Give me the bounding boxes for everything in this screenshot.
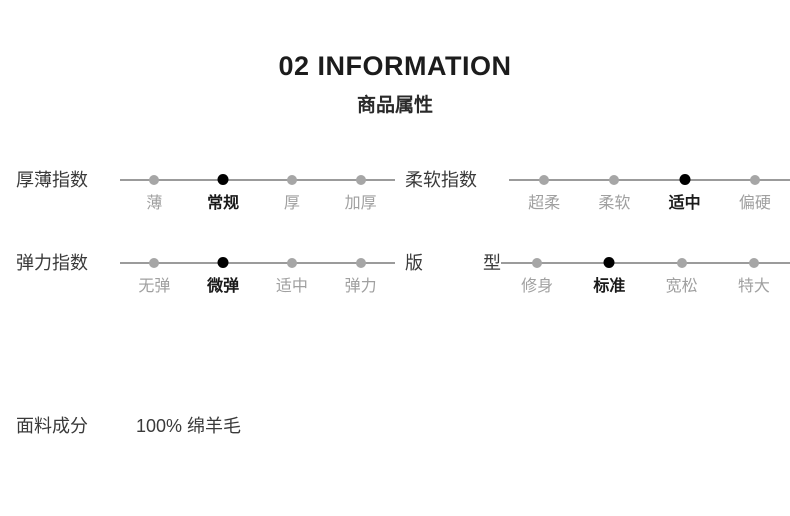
attribute-label-thickness: 厚薄指数 — [16, 170, 88, 190]
scale-dot — [355, 258, 366, 268]
scale-option-selected[interactable]: 适中 — [668, 195, 701, 212]
scale-dot — [676, 258, 687, 268]
scale-option-selected[interactable]: 常规 — [207, 195, 240, 212]
page-subtitle: 商品属性 — [356, 94, 433, 116]
scale-option[interactable]: 修身 — [521, 278, 554, 295]
scale-dot-selected — [217, 174, 229, 185]
scale-option[interactable]: 特大 — [737, 278, 770, 295]
scale-option[interactable]: 适中 — [275, 278, 308, 295]
scale-dot — [286, 175, 297, 185]
scale-option[interactable]: 柔软 — [598, 195, 631, 212]
attribute-thickness: 厚薄指数 薄 常规 厚 加厚 — [0, 168, 395, 215]
attribute-elasticity: 弹力指数 无弹 微弹 适中 弹力 — [0, 251, 395, 298]
fabric-composition-label: 面料成分 — [16, 416, 88, 436]
scale-option-selected[interactable]: 微弹 — [207, 278, 240, 295]
scale-dot-cell[interactable] — [573, 251, 645, 275]
scale-option[interactable]: 宽松 — [665, 278, 698, 295]
scale-option[interactable]: 加厚 — [344, 195, 377, 212]
scale-dots — [501, 251, 790, 275]
attributes-grid: 厚薄指数 薄 常规 厚 加厚 — [0, 168, 790, 298]
scale-line — [509, 179, 790, 181]
scale-dot — [539, 175, 550, 185]
page-header: 02 INFORMATION 商品属性 — [0, 0, 790, 117]
scale-line — [120, 179, 395, 181]
scale-dot-cell[interactable] — [646, 251, 718, 275]
scale-dot-cell[interactable] — [189, 168, 258, 192]
scale-dot-cell[interactable] — [326, 251, 395, 275]
scale-dot-cell[interactable] — [501, 251, 573, 275]
attribute-label-softness: 柔软指数 — [405, 170, 477, 190]
scale-dot-cell[interactable] — [650, 168, 720, 192]
scale-dot — [749, 175, 760, 185]
scale-options: 无弹 微弹 适中 弹力 — [120, 276, 395, 298]
scale-option[interactable]: 超柔 — [528, 195, 561, 212]
attribute-row-pair: 弹力指数 无弹 微弹 适中 弹力 — [0, 251, 790, 298]
scale-dot-cell[interactable] — [326, 168, 395, 192]
scale-option-selected[interactable]: 标准 — [593, 278, 626, 295]
scale-line — [120, 262, 395, 264]
scale-dot-cell[interactable] — [120, 168, 189, 192]
scale-dot-cell[interactable] — [720, 168, 790, 192]
scale-options: 薄 常规 厚 加厚 — [120, 193, 395, 215]
fabric-composition: 面料成分 100% 绵羊毛 — [16, 414, 241, 438]
attribute-label-fit: 版型 — [405, 253, 501, 273]
scale-track — [120, 168, 395, 192]
scale-dot — [355, 175, 366, 185]
scale-fit: 修身 标准 宽松 特大 — [501, 251, 790, 298]
scale-dot-cell[interactable] — [120, 251, 189, 275]
scale-option[interactable]: 厚 — [283, 195, 300, 212]
scale-softness: 超柔 柔软 适中 偏硬 — [509, 168, 790, 215]
scale-dot — [149, 258, 160, 268]
scale-dot — [609, 175, 620, 185]
scale-option[interactable]: 无弹 — [138, 278, 171, 295]
fabric-composition-value: 100% 绵羊毛 — [136, 416, 242, 436]
scale-dot-selected — [217, 257, 229, 268]
attribute-softness: 柔软指数 超柔 柔软 适中 偏硬 — [395, 168, 790, 215]
scale-options: 超柔 柔软 适中 偏硬 — [509, 193, 790, 215]
scale-options: 修身 标准 宽松 特大 — [501, 276, 790, 298]
scale-dot — [286, 258, 297, 268]
scale-track — [120, 251, 395, 275]
scale-dot-cell[interactable] — [579, 168, 649, 192]
attribute-label-elasticity: 弹力指数 — [16, 253, 88, 273]
scale-dot-cell[interactable] — [258, 168, 327, 192]
scale-dot — [748, 258, 759, 268]
attribute-fit: 版型 修身 标准 宽松 特大 — [395, 251, 790, 298]
scale-dots — [120, 251, 395, 275]
scale-option[interactable]: 偏硬 — [738, 195, 771, 212]
scale-dots — [120, 168, 395, 192]
scale-track — [501, 251, 790, 275]
scale-elasticity: 无弹 微弹 适中 弹力 — [120, 251, 395, 298]
page-title: 02 INFORMATION — [278, 51, 512, 81]
scale-dots — [509, 168, 790, 192]
scale-dot-selected — [679, 174, 691, 185]
scale-dot-cell[interactable] — [718, 251, 790, 275]
scale-dot — [532, 258, 543, 268]
scale-thickness: 薄 常规 厚 加厚 — [120, 168, 395, 215]
attribute-row-pair: 厚薄指数 薄 常规 厚 加厚 — [0, 168, 790, 215]
scale-option[interactable]: 薄 — [146, 195, 163, 212]
scale-dot-cell[interactable] — [509, 168, 579, 192]
scale-option[interactable]: 弹力 — [344, 278, 377, 295]
scale-dot — [149, 175, 160, 185]
scale-dot-cell[interactable] — [189, 251, 258, 275]
scale-line — [501, 262, 790, 264]
scale-dot-selected — [603, 257, 615, 268]
scale-track — [509, 168, 790, 192]
scale-dot-cell[interactable] — [258, 251, 327, 275]
